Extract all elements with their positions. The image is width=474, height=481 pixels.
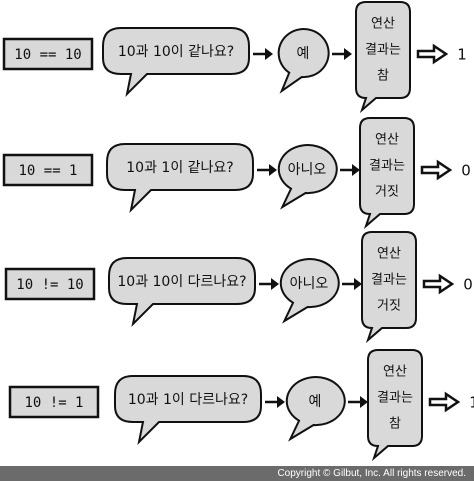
- expression-box: [4, 267, 96, 301]
- expression-text: 10 != 10: [16, 277, 83, 293]
- result-bubble-line: 결과는: [369, 159, 405, 174]
- question-text: 10과 10이 같나요?: [118, 44, 234, 60]
- flow-arrow-head: [271, 278, 279, 290]
- result-bubble-line: 결과는: [371, 273, 407, 288]
- question-bubble: [106, 143, 254, 214]
- result-value: 1: [457, 46, 467, 64]
- result-bubble-line: 거짓: [377, 299, 401, 314]
- expression-box: [8, 385, 100, 419]
- result-bubble-line: 연산: [371, 17, 395, 32]
- answer-text: 아니오: [290, 276, 329, 292]
- question-text: 10과 1이 다르나요?: [128, 392, 248, 408]
- result-bubble-line: 연산: [377, 247, 401, 262]
- answer-text: 아니오: [288, 162, 327, 178]
- question-bubble: [102, 27, 250, 98]
- question-text: 10과 1이 같나요?: [126, 160, 233, 176]
- result-bubble: [355, 1, 411, 114]
- expression-text: 10 != 1: [24, 395, 83, 411]
- question-bubble: [108, 257, 256, 328]
- result-bubble-line: 거짓: [375, 185, 399, 200]
- flow-arrow-head: [269, 164, 277, 176]
- result-bubble: [359, 117, 415, 230]
- expression-box: [2, 37, 94, 71]
- double-arrow-icon: [428, 391, 461, 413]
- expression-text: 10 == 1: [18, 163, 77, 179]
- answer-bubble: [279, 258, 340, 324]
- double-arrow-icon: [420, 159, 453, 181]
- answer-text: 예: [309, 394, 322, 410]
- result-bubble: [361, 231, 417, 344]
- flow-arrow-head: [344, 48, 352, 60]
- answer-text: 예: [297, 46, 310, 62]
- result-value: 0: [463, 276, 473, 294]
- expression-text: 10 == 10: [14, 47, 81, 63]
- flow-arrow-head: [265, 48, 273, 60]
- result-bubble-line: 참: [389, 417, 401, 432]
- flow-arrow-head: [354, 278, 362, 290]
- flow-arrow-head: [352, 164, 360, 176]
- result-bubble: [367, 349, 423, 462]
- double-arrow-icon: [416, 43, 449, 65]
- result-value: 0: [461, 162, 471, 180]
- result-bubble-line: 결과는: [365, 43, 401, 58]
- flow-arrow-head: [277, 396, 285, 408]
- answer-bubble: [277, 144, 338, 210]
- result-bubble-line: 참: [377, 69, 389, 84]
- result-value: 1: [469, 394, 474, 412]
- double-arrow-icon: [422, 273, 455, 295]
- flow-arrow-head: [360, 396, 368, 408]
- copyright-footer: Copyright © Gilbut, Inc. All rights rese…: [0, 466, 474, 481]
- expression-box: [2, 153, 94, 187]
- question-bubble: [114, 375, 262, 446]
- answer-bubble: [277, 28, 330, 94]
- question-text: 10과 10이 다르나요?: [117, 274, 246, 290]
- result-bubble-line: 연산: [375, 133, 399, 148]
- result-bubble-line: 결과는: [377, 391, 413, 406]
- answer-bubble: [285, 376, 346, 442]
- result-bubble-line: 연산: [383, 365, 407, 380]
